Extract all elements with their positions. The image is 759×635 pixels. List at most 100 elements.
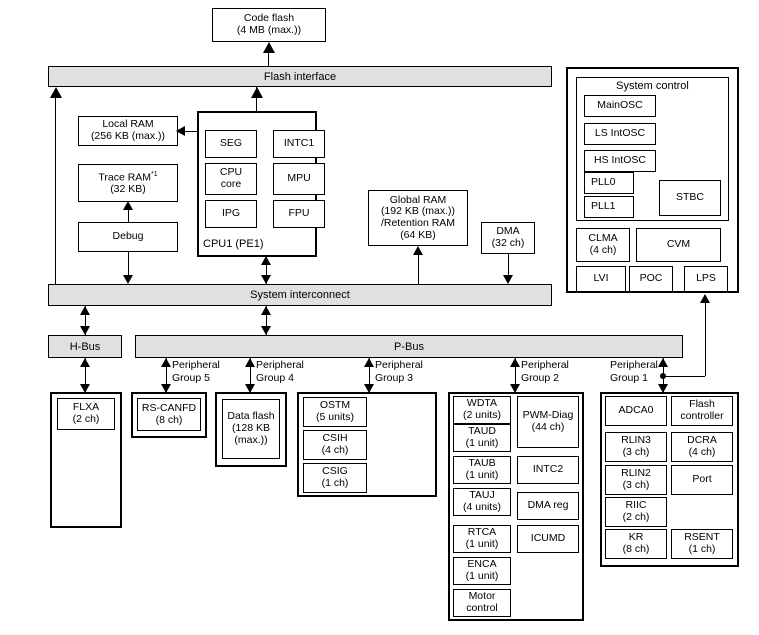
dma-reg-block: DMA reg [517, 492, 579, 520]
rlin2-block: RLIN2 (3 ch) [605, 465, 667, 495]
arrow-hbus-to-flxa [80, 384, 90, 393]
cpu-unit-ipg: IPG [205, 200, 257, 228]
arrow-interconnect-to-hbus [80, 326, 90, 335]
connector-interconnect-hbus [85, 306, 86, 335]
peripheral-group-5-label: Peripheral Group 5 [172, 359, 220, 384]
taub-block: TAUB (1 unit) [453, 456, 511, 484]
flxa-block: FLXA (2 ch) [57, 398, 115, 430]
rs-canfd-block: RS-CANFD (8 ch) [137, 398, 201, 431]
pwm-diag-block: PWM-Diag (44 ch) [517, 396, 579, 448]
tauj-block: TAUJ (4 units) [453, 488, 511, 516]
dcra-block: DCRA (4 ch) [671, 432, 733, 462]
arrow-cpu-to-flashif [251, 87, 263, 98]
arrow-pbus-to-group5 [161, 384, 171, 393]
arrow-to-flash-interface [50, 87, 62, 98]
trace-ram-name: Trace RAM [98, 171, 152, 183]
data-flash-block: Data flash (128 KB (max.)) [222, 399, 280, 459]
arrow-group1-to-pbus [658, 358, 668, 367]
rlin3-block: RLIN3 (3 ch) [605, 432, 667, 462]
arrow-debug-to-interconnect [123, 275, 133, 284]
csig-block: CSIG (1 ch) [303, 463, 367, 493]
connector-interconnect-flashif [55, 96, 56, 284]
connector-cpu-localram [178, 131, 198, 132]
arrow-group2-to-pbus [510, 358, 520, 367]
connector-pbus-group3 [369, 358, 370, 393]
taud-block: TAUD (1 unit) [453, 424, 511, 452]
poc-block: POC [629, 266, 673, 292]
arrow-pbus-to-interconnect [261, 306, 271, 315]
arrow-interconnect-to-pbus [261, 326, 271, 335]
arrow-dma-to-interconnect [503, 275, 513, 284]
peripheral-group-1-label: Peripheral Group 1 [610, 359, 658, 384]
arrow-hbus-to-interconnect [80, 306, 90, 315]
connector-debug-interconnect [128, 252, 129, 276]
arrow-cpu-to-interconnect [261, 275, 271, 284]
enca-block: ENCA (1 unit) [453, 557, 511, 585]
connector-debug-traceram [128, 208, 129, 222]
global-ram-block: Global RAM (192 KB (max.)) /Retention RA… [368, 190, 468, 246]
ls-intosc-block: LS IntOSC [584, 123, 656, 145]
connector-dma-interconnect [508, 254, 509, 276]
arrow-pbus-to-group4 [245, 384, 255, 393]
cpu-unit-intc1: INTC1 [273, 130, 325, 158]
flash-controller-block: Flash controller [671, 396, 733, 426]
peripheral-group-2-label: Peripheral Group 2 [521, 359, 569, 384]
arrow-interconnect-to-cpu [261, 256, 271, 265]
hs-intosc-block: HS IntOSC [584, 150, 656, 172]
adca0-block: ADCA0 [605, 396, 667, 426]
cvm-block: CVM [636, 228, 721, 262]
kr-block: KR (8 ch) [605, 529, 667, 559]
peripheral-group-4-label: Peripheral Group 4 [256, 359, 304, 384]
lps-block: LPS [684, 266, 728, 292]
trace-ram-footnote-marker: *1 [151, 170, 158, 178]
arrow-pbus-to-group3 [364, 384, 374, 393]
p-bus-bar: P-Bus [135, 335, 683, 358]
motor-control-block: Motor control [453, 589, 511, 617]
arrow-flashif-to-codeflash [263, 42, 275, 53]
pll1-block: PLL1 [584, 196, 634, 218]
system-control-title: System control [616, 80, 689, 92]
cpu-unit-mpu: MPU [273, 163, 325, 195]
rtca-block: RTCA (1 unit) [453, 525, 511, 553]
connector-pbus-group4 [250, 358, 251, 393]
ostm-block: OSTM (5 units) [303, 397, 367, 427]
arrow-group3-to-pbus [364, 358, 374, 367]
peripheral-group-3-label: Peripheral Group 3 [375, 359, 423, 384]
intc2-block: INTC2 [517, 456, 579, 484]
cpu-unit-cpu-core: CPU core [205, 163, 257, 195]
trace-ram-size: (32 KB) [110, 182, 146, 195]
cpu-unit-seg: SEG [205, 130, 257, 158]
rsent-block: RSENT (1 ch) [671, 529, 733, 559]
arrow-pbus-to-group1 [658, 384, 668, 393]
csih-block: CSIH (4 ch) [303, 430, 367, 460]
arrow-pbus-to-group2 [510, 384, 520, 393]
arrow-group1-to-system-control [700, 294, 710, 303]
cpu1-label: CPU1 (PE1) [203, 238, 264, 250]
port-block: Port [671, 465, 733, 495]
connector-globalram-interconnect [418, 253, 419, 284]
wdta-block: WDTA (2 units) [453, 396, 511, 424]
connector-hbus-flxa [85, 358, 86, 393]
arrow-group4-to-pbus [245, 358, 255, 367]
riic-block: RIIC (2 ch) [605, 497, 667, 527]
trace-ram-block: Trace RAM*1 (32 KB) [78, 164, 178, 202]
connector-pbus-group5 [166, 358, 167, 393]
code-flash-block: Code flash (4 MB (max.)) [212, 8, 326, 42]
flash-interface-bar: Flash interface [48, 66, 552, 87]
debug-block: Debug [78, 222, 178, 252]
trace-ram-title: Trace RAM*1 [98, 171, 157, 184]
connector-interconnect-pbus [266, 306, 267, 335]
connector-group1-branch-horizontal [663, 376, 705, 377]
stbc-block: STBC [659, 180, 721, 216]
local-ram-block: Local RAM (256 KB (max.)) [78, 116, 178, 146]
connector-cpu-interconnect [266, 257, 267, 284]
clma-block: CLMA (4 ch) [576, 228, 630, 262]
connector-cpu-flashif [256, 87, 257, 111]
mainosc-block: MainOSC [584, 95, 656, 117]
connector-flashif-codeflash [268, 48, 269, 66]
lvi-block: LVI [576, 266, 626, 292]
connector-pbus-group2 [515, 358, 516, 393]
arrow-interconnect-to-globalram [413, 246, 423, 255]
dma-block: DMA (32 ch) [481, 222, 535, 254]
